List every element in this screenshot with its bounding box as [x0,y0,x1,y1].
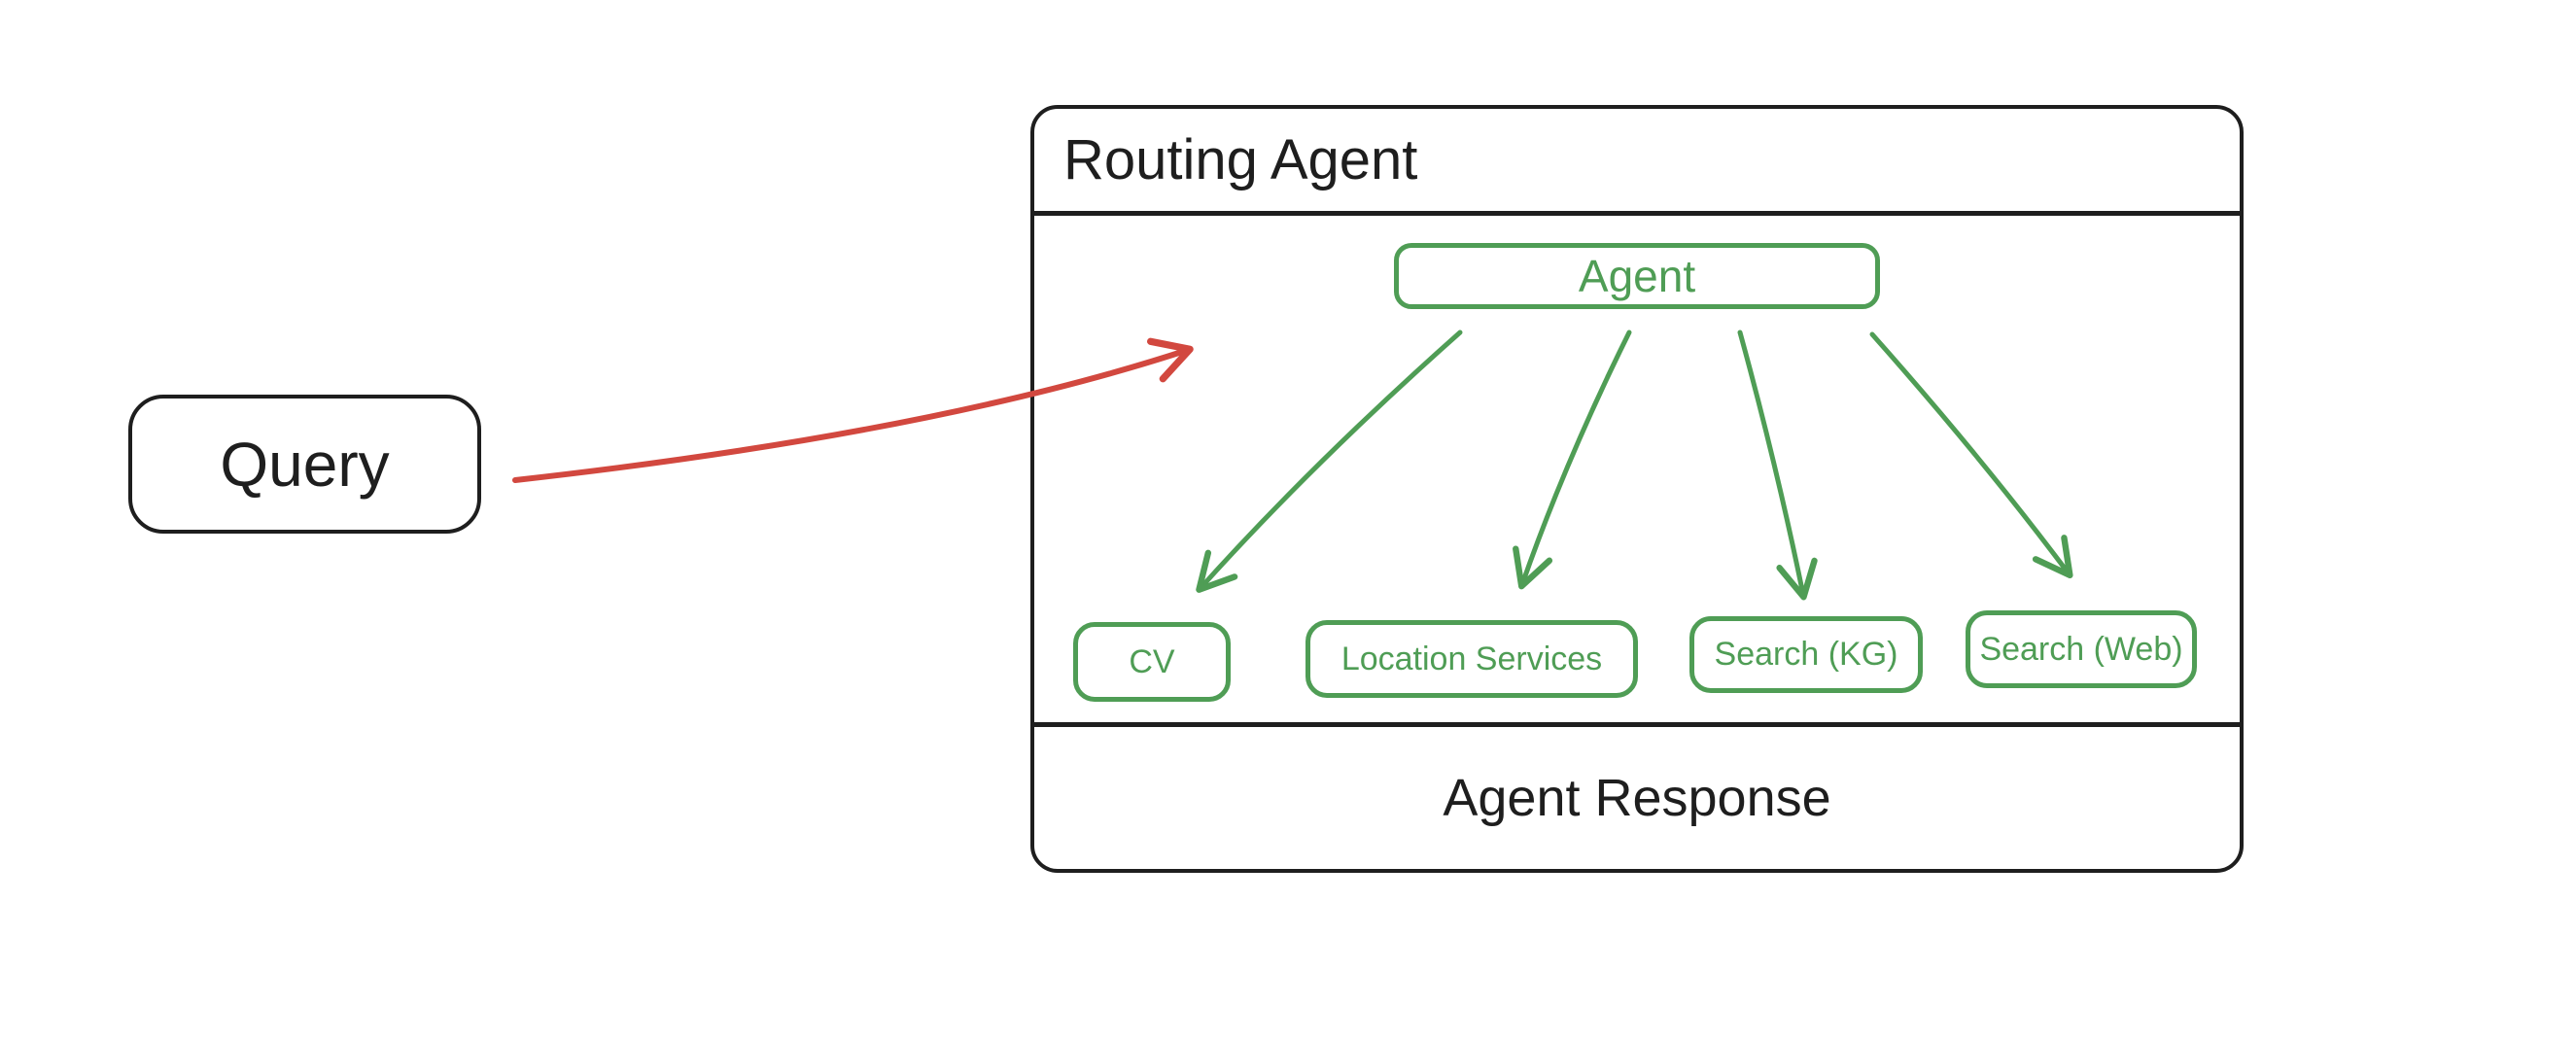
routing-agent-panel: Routing Agent Agent CV Location Services… [1030,105,2244,873]
agent-node: Agent [1394,243,1880,309]
agent-response-label: Agent Response [1443,769,1831,827]
routing-agent-title: Routing Agent [1063,128,1418,191]
agent-label: Agent [1578,251,1696,301]
tool-node-cv: CV [1073,622,1231,702]
tool-node-search-web: Search (Web) [1966,610,2197,688]
query-node: Query [128,395,481,534]
agent-response-band: Agent Response [1034,722,2240,869]
query-label: Query [220,429,390,500]
tool-node-location-services: Location Services [1305,620,1638,698]
tool-label-location-services: Location Services [1340,640,1603,677]
tool-label-search-web: Search (Web) [1979,630,2183,668]
tool-label-search-kg: Search (KG) [1714,636,1898,673]
tool-label-cv: CV [1129,642,1175,680]
routing-agent-header: Routing Agent [1034,109,2240,216]
tool-node-search-kg: Search (KG) [1689,616,1923,693]
